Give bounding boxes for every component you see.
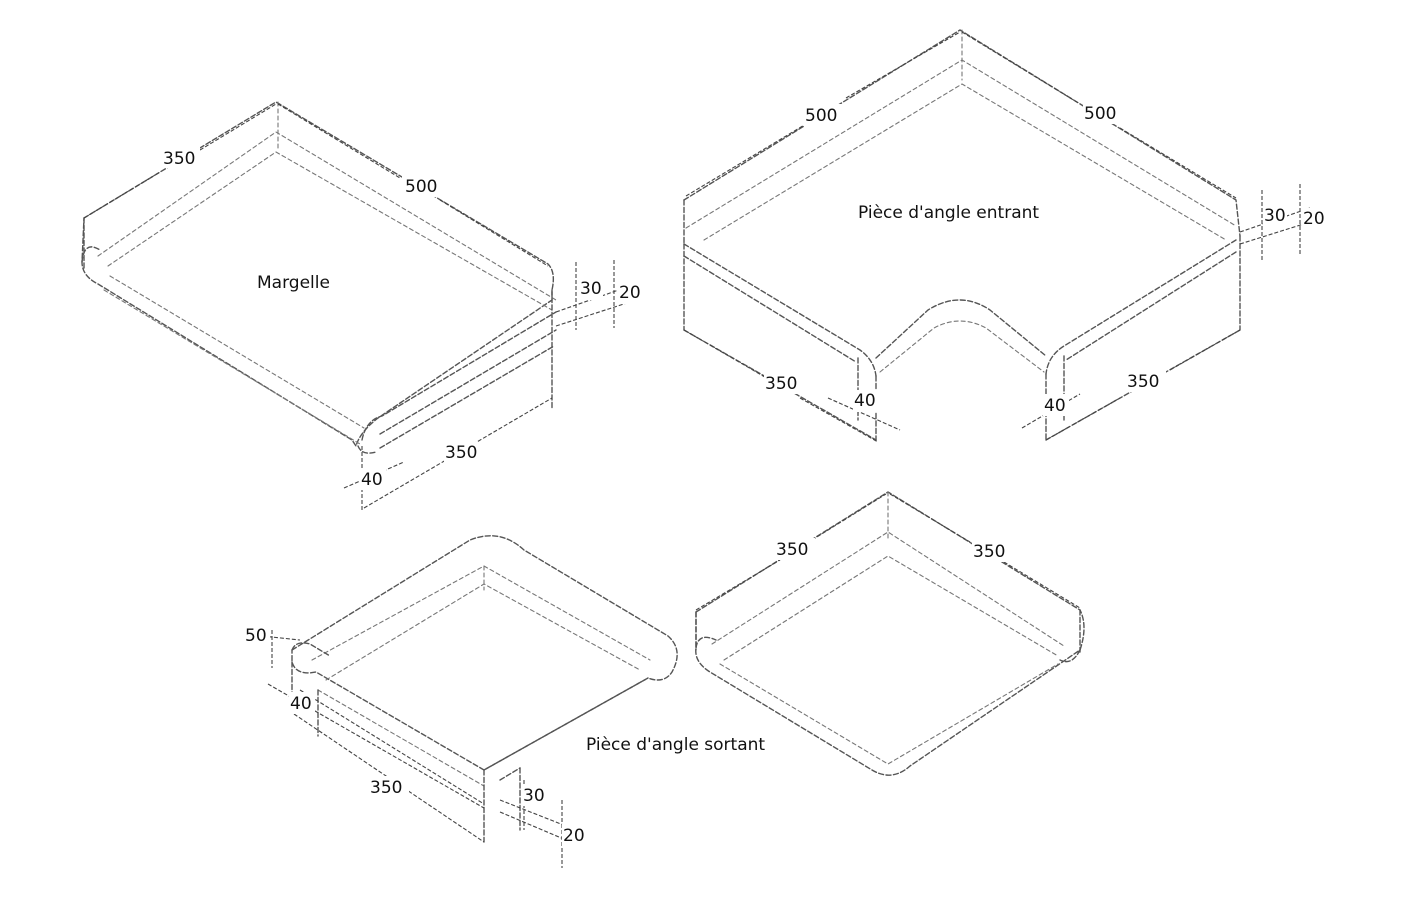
corner-piece [695,491,1085,776]
corner-label-bg [972,540,1012,562]
margelle-label-bg [618,282,642,304]
margelle-label-bg [579,278,603,300]
sortant-dim-thick-30: 30 [523,786,545,806]
corner-label-bg [775,538,815,560]
sortant-title: Pièce d'angle sortant [586,735,765,755]
entrant-title: Pièce d'angle entrant [858,203,1039,223]
sortant-dim-thick-20: 20 [563,826,585,846]
entrant-label-bg [853,390,879,412]
margelle-label-bg [402,175,442,197]
sortant-dim-height: 50 [245,626,267,646]
entrant-label-bg [764,372,804,394]
sortant-label-bg [562,824,588,846]
entrant-dim-thick-30: 30 [1264,206,1286,226]
entrant-dim-thick-20: 20 [1303,209,1325,229]
margelle-dim-bottom: 350 [445,443,477,463]
entrant-label-bg [1126,370,1166,392]
entrant-label-bg [804,104,844,126]
entrant-dim-nose-right: 40 [1044,396,1066,416]
sortant-piece [261,535,678,868]
corner-dim-right: 350 [973,542,1005,562]
margelle-dim-thick-30: 30 [580,279,602,299]
margelle-dim-nose: 40 [361,470,383,490]
corner-dim-left: 350 [776,540,808,560]
sortant-label-bg [369,776,409,798]
sortant-label-bg [289,692,315,714]
margelle-label-bg [360,468,386,490]
sortant-dim-length: 350 [370,778,402,798]
entrant-dim-nose-left: 40 [854,391,876,411]
entrant-label-bg [1263,205,1287,227]
entrant-label-bg [1043,394,1069,416]
sortant-label-bg [244,624,270,646]
entrant-dim-bottom-left: 350 [765,374,797,394]
margelle-dim-right-top: 500 [405,177,437,197]
margelle-dim-left-top: 350 [163,149,195,169]
sortant-dim-nose: 40 [290,694,312,714]
margelle-label-bg [444,442,484,464]
margelle-dim-thick-20: 20 [619,283,641,303]
entrant-label-bg [1083,102,1123,124]
sortant-label-bg [522,784,548,806]
margelle-label-bg [160,146,200,168]
margelle-title: Margelle [257,273,330,293]
entrant-dim-top-right: 500 [1084,104,1116,124]
entrant-dim-bottom-right: 350 [1127,372,1159,392]
entrant-label-bg [1302,208,1326,230]
entrant-dim-top-left: 500 [805,106,837,126]
